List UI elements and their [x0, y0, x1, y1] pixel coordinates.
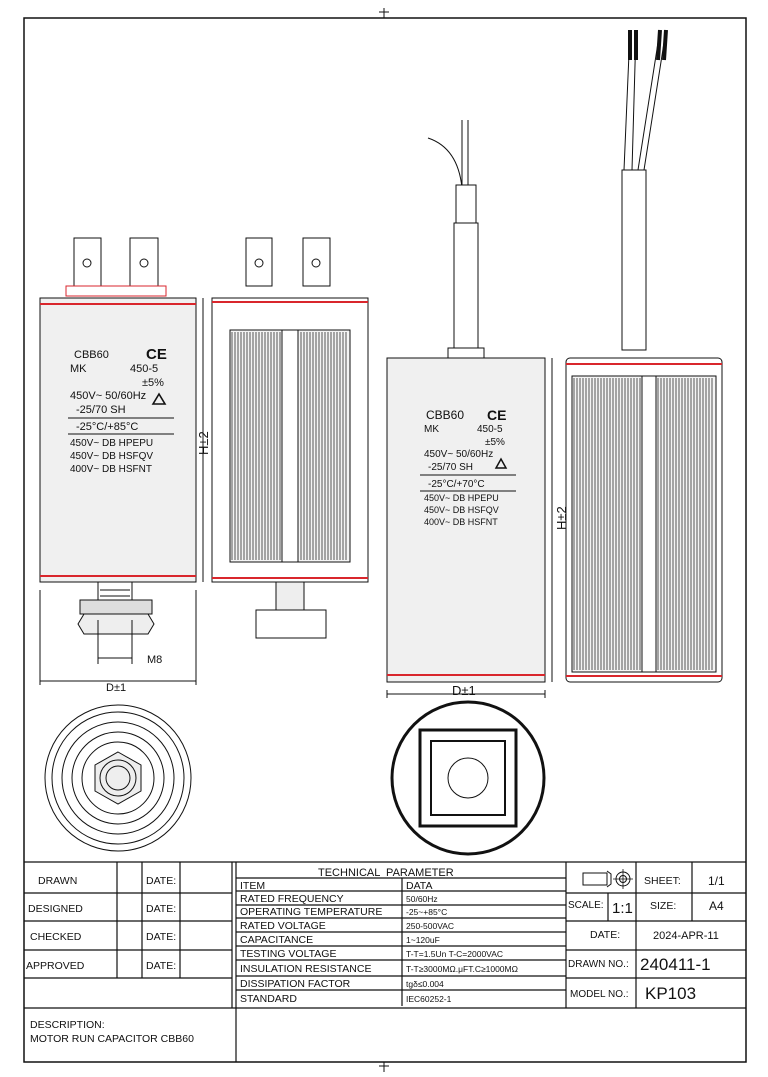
ce-mark: CE: [487, 407, 506, 423]
center-mark-top: [379, 8, 389, 18]
date-label: DATE:: [146, 960, 176, 972]
title-block-lines: [24, 861, 746, 1062]
tech-data: tgδ≤0.004: [406, 979, 444, 989]
label-line: 450V~ DB HSFQV: [70, 451, 153, 462]
tech-data: 1~120uF: [406, 935, 440, 945]
scale-label: SCALE:: [568, 900, 604, 911]
signoff-label: APPROVED: [26, 960, 85, 972]
date-value: 2024-APR-11: [653, 930, 719, 942]
tech-item: TESTING VOLTAGE: [240, 948, 336, 960]
label-class: -25/70 SH: [76, 404, 126, 416]
height-dimension-right: H±2: [554, 506, 569, 530]
label-type: MK: [70, 363, 87, 375]
info-table: SHEET: 1/1 SCALE: 1:1 SIZE: A4 DATE: 202…: [568, 874, 725, 1003]
label-line: 450V~ DB HPEPU: [424, 493, 499, 503]
signoff-table: DRAWN DESIGNED CHECKED APPROVED DATE: DA…: [26, 875, 194, 1045]
model-no-value: KP103: [645, 984, 696, 1003]
date-label: DATE:: [146, 875, 176, 887]
center-mark-bottom: [379, 1062, 389, 1072]
date-label: DATE:: [590, 929, 620, 941]
label-series: CBB60: [74, 349, 109, 361]
drawn-no-value: 240411-1: [640, 955, 711, 974]
label-rating: 450-5: [477, 424, 503, 435]
height-dimension: H±2: [196, 431, 211, 455]
tech-data: 50/60Hz: [406, 894, 438, 904]
description-label: DESCRIPTION:: [30, 1019, 105, 1031]
tech-item: CAPACITANCE: [240, 934, 313, 946]
label-series: CBB60: [426, 408, 464, 422]
tech-item: OPERATING TEMPERATURE: [240, 906, 382, 918]
thread-dimension: M8: [147, 654, 162, 666]
front-view-wire-type: [386, 120, 553, 698]
bottom-view-screw-type: [44, 704, 192, 852]
label-line: 450V~ DB HSFQV: [424, 505, 499, 515]
tech-item: DISSIPATION FACTOR: [240, 978, 351, 990]
tech-data: T-T=1.5Un T-C=2000VAC: [406, 949, 503, 959]
tech-item: STANDARD: [240, 993, 297, 1005]
drawn-no-label: DRAWN NO.:: [568, 959, 629, 970]
tech-col-data: DATA: [406, 880, 432, 892]
size-value: A4: [709, 899, 724, 913]
technical-parameter-table: TECHNICAL PARAMETER ITEM DATA RATED FREQ…: [240, 867, 518, 1005]
dimension-lines-left: [39, 298, 204, 685]
left-label: CBB60 CE MK 450-5 ±5% 450V~ 50/60Hz -25/…: [68, 346, 174, 475]
signoff-label: DESIGNED: [28, 903, 83, 915]
label-tolerance: ±5%: [142, 377, 164, 389]
label-line: 400V~ DB HSFNT: [424, 517, 498, 527]
label-line: 400V~ DB HSFNT: [70, 464, 152, 475]
label-tolerance: ±5%: [485, 437, 505, 448]
label-temp: -25°C/+70°C: [428, 479, 485, 490]
diameter-dimension: D±1: [106, 682, 126, 694]
tech-data: IEC60252-1: [406, 994, 452, 1004]
model-no-label: MODEL NO.:: [570, 989, 629, 1000]
label-class: -25/70 SH: [428, 462, 473, 473]
label-voltage: 450V~ 50/60Hz: [424, 449, 493, 460]
sheet-label: SHEET:: [644, 875, 681, 887]
description-value: MOTOR RUN CAPACITOR CBB60: [30, 1033, 194, 1045]
label-type: MK: [424, 424, 439, 435]
section-view-screw-type: [211, 237, 369, 639]
date-label: DATE:: [146, 903, 176, 915]
size-label: SIZE:: [650, 900, 676, 912]
tech-col-item: ITEM: [240, 880, 265, 892]
bottom-view-wire-type: [390, 700, 546, 856]
tech-item: RATED VOLTAGE: [240, 920, 326, 932]
winding-hatch: [231, 332, 347, 560]
sheet-value: 1/1: [708, 874, 725, 888]
label-voltage: 450V~ 50/60Hz: [70, 390, 146, 402]
sheet-border: [23, 17, 747, 1063]
label-temp: -25°C/+85°C: [76, 421, 138, 433]
label-line: 450V~ DB HPEPU: [70, 438, 153, 449]
front-view-screw-type: [39, 237, 197, 635]
tech-item: RATED FREQUENCY: [240, 893, 344, 905]
date-label: DATE:: [146, 931, 176, 943]
scale-value: 1:1: [612, 900, 633, 917]
tech-data: -25~+85°C: [406, 907, 447, 917]
diameter-dimension-right: D±1: [452, 683, 476, 698]
tech-title: TECHNICAL PARAMETER: [318, 867, 454, 879]
label-rating: 450-5: [130, 363, 158, 375]
ce-mark: CE: [146, 346, 167, 363]
tech-item: INSULATION RESISTANCE: [240, 963, 371, 975]
signoff-label: CHECKED: [30, 931, 82, 943]
right-label: CBB60 CE MK 450-5 ±5% 450V~ 50/60Hz -25/…: [420, 407, 516, 527]
signoff-label: DRAWN: [38, 875, 77, 887]
section-view-wire-type: [565, 29, 723, 683]
tech-data: 250-500VAC: [406, 921, 454, 931]
winding-hatch-right: [573, 378, 713, 670]
tech-data: T-T≥3000MΩ.μFT.C≥1000MΩ: [406, 964, 518, 974]
